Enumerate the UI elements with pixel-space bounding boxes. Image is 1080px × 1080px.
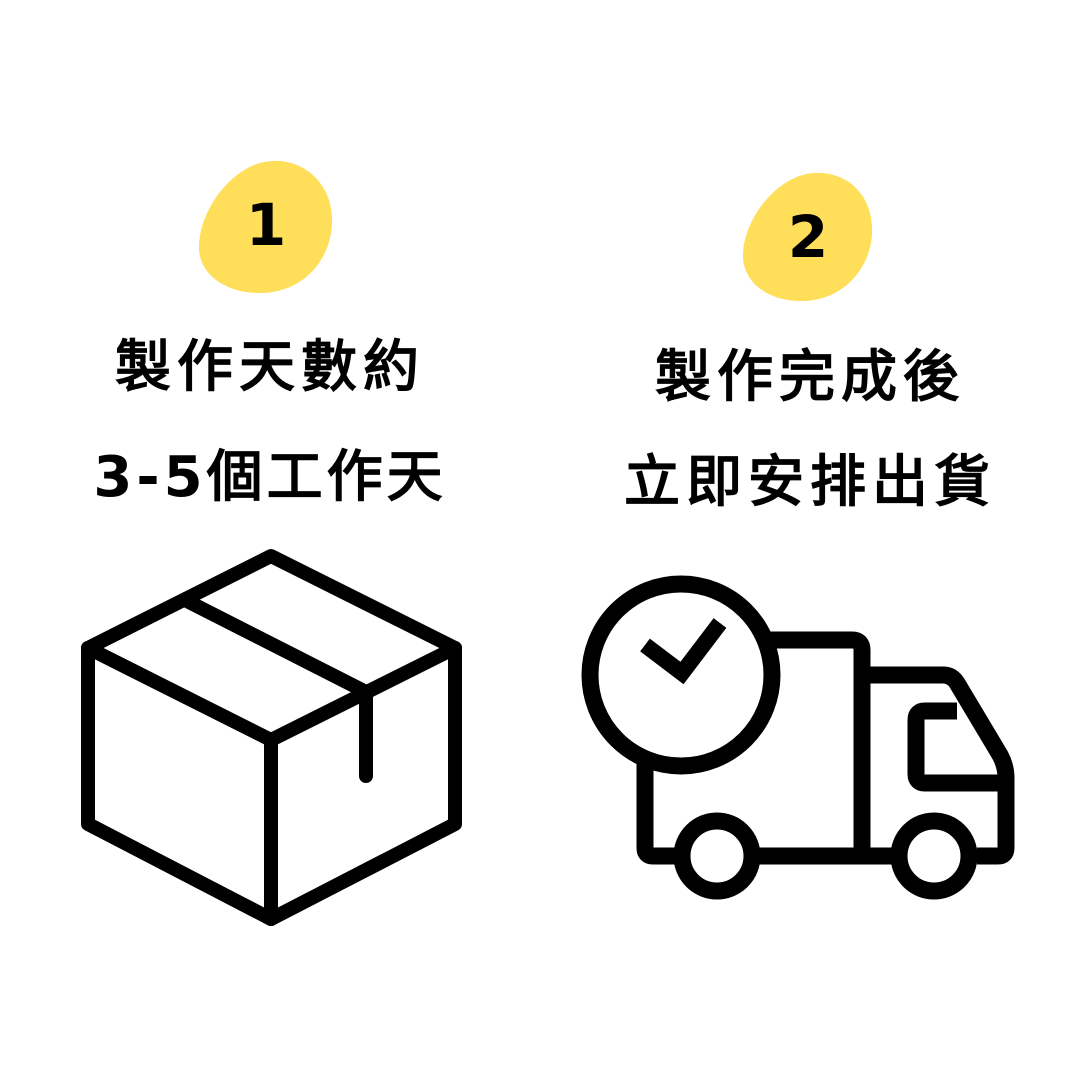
step-2-number: 2: [787, 203, 829, 271]
yellow-blob-shape: [198, 160, 333, 294]
delivery-truck-check-icon: [575, 570, 1025, 910]
yellow-blob-shape: [742, 172, 873, 302]
step-1-title-line-1: 製作天數約: [115, 335, 425, 400]
step-2-title-line-1: 製作完成後: [655, 345, 965, 410]
step-1-number: 1: [245, 191, 287, 259]
step-2-number-badge: 2: [742, 172, 874, 302]
step-2-title-line-2: 立即安排出貨: [624, 450, 996, 515]
step-1-title-line-2: 3-5個工作天: [93, 445, 447, 510]
package-box-icon: [80, 548, 465, 933]
step-1-number-badge: 1: [198, 160, 334, 294]
